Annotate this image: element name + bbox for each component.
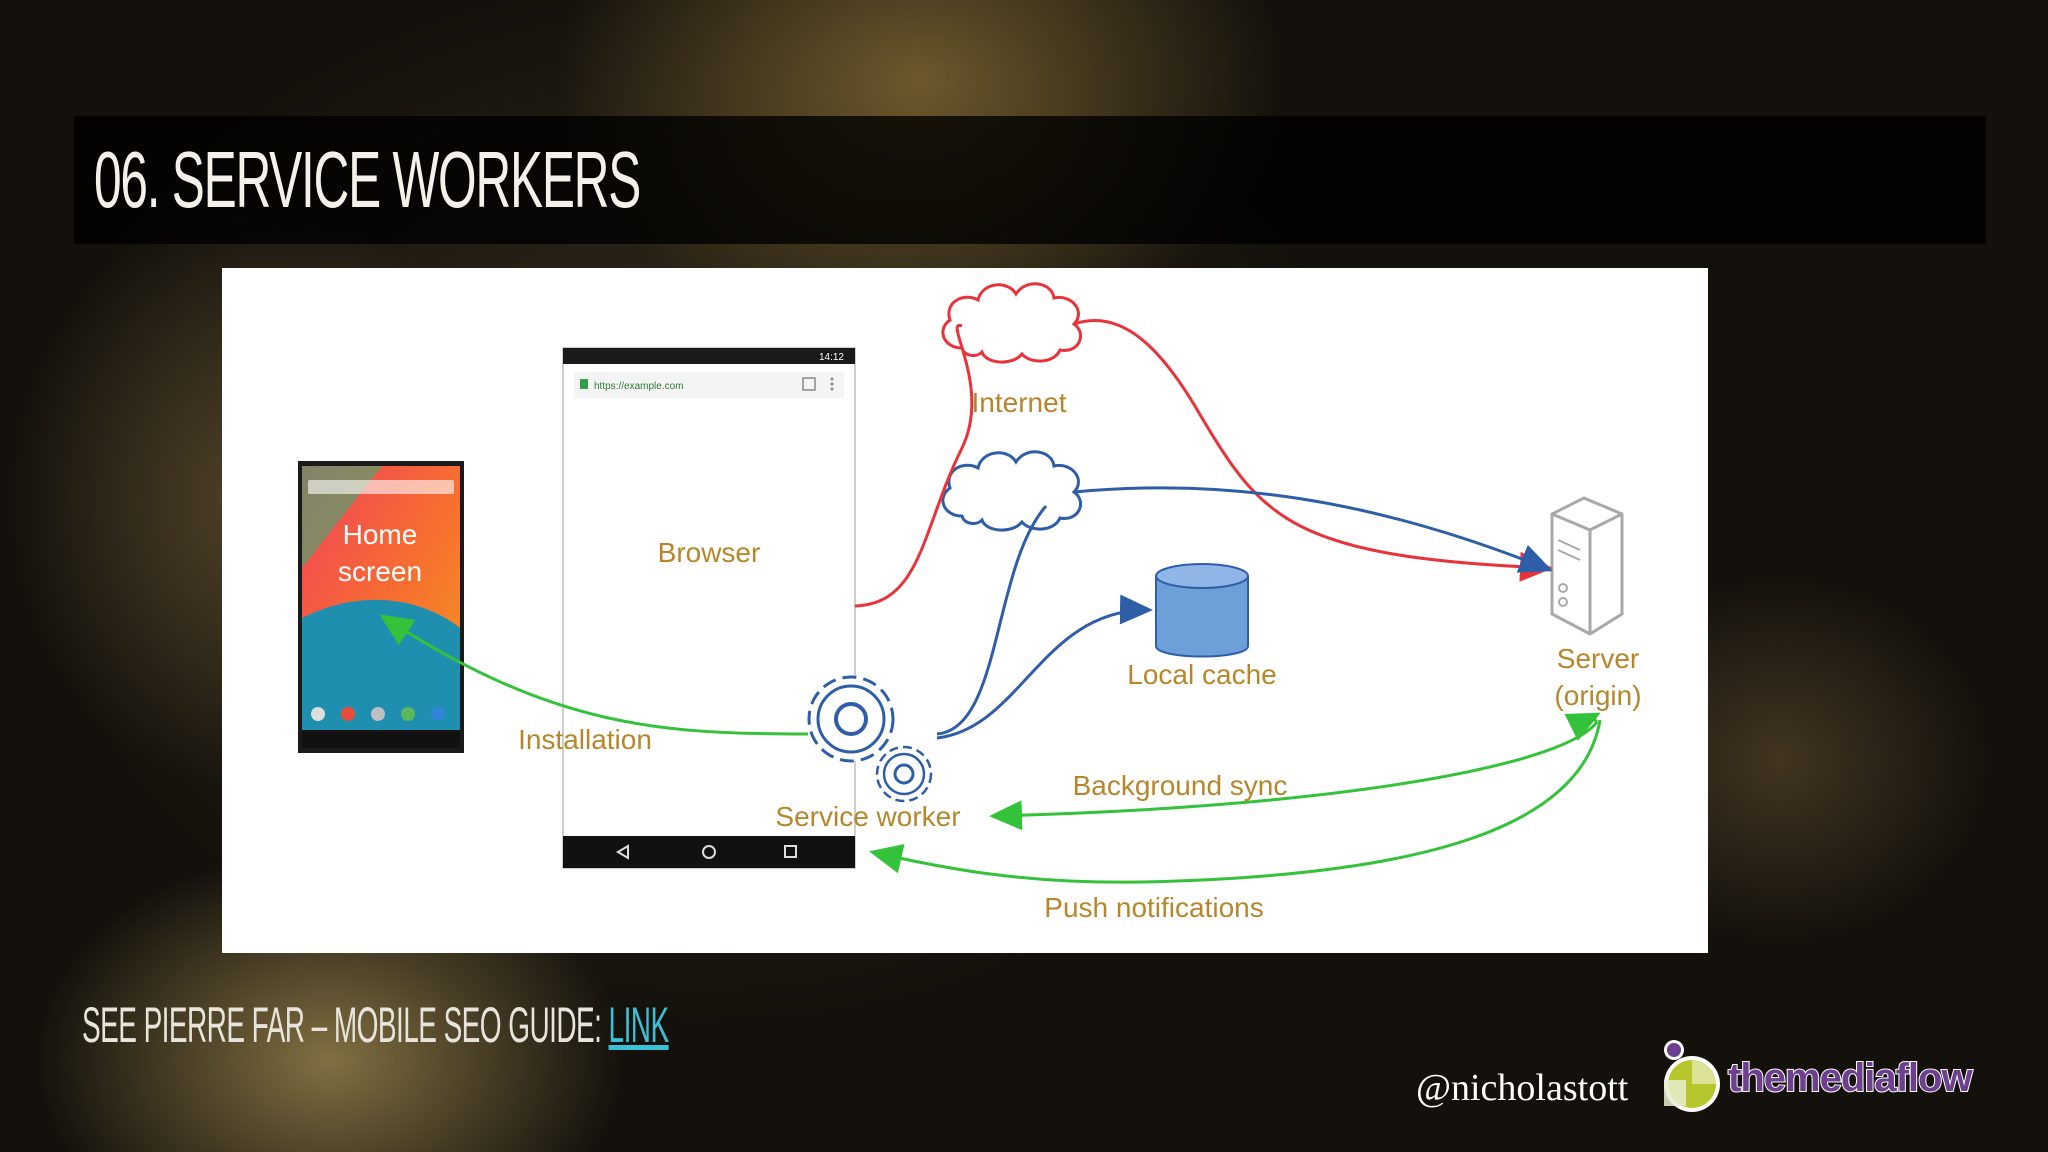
internet-cloud-icon <box>941 282 1082 364</box>
service-worker-diagram: Home screen 14:12 https://example.com Br… <box>298 282 1642 923</box>
logo-text-bold: mediaflow <box>1784 1055 1974 1101</box>
slide-title: 06. Service Workers <box>94 135 641 224</box>
local-cache-path <box>936 594 1153 740</box>
gear-icon <box>807 675 895 763</box>
local-cache-icon <box>1155 563 1249 658</box>
home-screen-label-2: screen <box>338 556 422 587</box>
browser-label: Browser <box>658 537 761 568</box>
home-screen-phone: Home screen <box>298 461 464 753</box>
installation-path <box>379 614 809 736</box>
browser-phone: 14:12 https://example.com Browser <box>562 347 856 869</box>
twitter-handle: @nicholastott <box>1416 1067 1629 1109</box>
browser-url: https://example.com <box>594 381 683 392</box>
push-notifications-label: Push notifications <box>1044 892 1263 923</box>
push-notifications-path <box>869 719 1602 884</box>
server-icon <box>1550 496 1624 636</box>
background-sync-start <box>1564 712 1601 741</box>
logo-wordmark: themediaflow <box>1727 1055 1974 1101</box>
server-label-2: (origin) <box>1554 680 1641 711</box>
network-cloud-icon <box>941 450 1082 532</box>
small-gear-icon <box>875 745 933 803</box>
credit-text: See Pierre Far – Mobile SEO Guide: <box>82 997 609 1053</box>
status-time: 14:12 <box>819 352 844 363</box>
source-credit: See Pierre Far – Mobile SEO Guide: Link <box>82 1000 669 1050</box>
home-screen-label-1: Home <box>343 519 418 550</box>
internet-label: Internet <box>972 387 1067 418</box>
logo-text-light: the <box>1727 1055 1787 1101</box>
internet-path <box>854 318 1550 608</box>
background-sync-path <box>989 721 1599 831</box>
network-fetch-path <box>936 486 1550 736</box>
title-band: 06. Service Workers <box>74 116 1986 244</box>
installation-label: Installation <box>518 724 652 755</box>
credit-link[interactable]: Link <box>608 997 670 1053</box>
diagram-panel: Home screen 14:12 https://example.com Br… <box>222 268 1708 953</box>
background-sync-label: Background sync <box>1073 770 1288 801</box>
service-worker-label: Service worker <box>775 801 960 832</box>
local-cache-label: Local cache <box>1127 659 1276 690</box>
server-label-1: Server <box>1557 643 1639 674</box>
logo-mark-icon <box>1664 1040 1720 1112</box>
themediaflow-logo: themediaflow <box>1652 1036 1992 1116</box>
